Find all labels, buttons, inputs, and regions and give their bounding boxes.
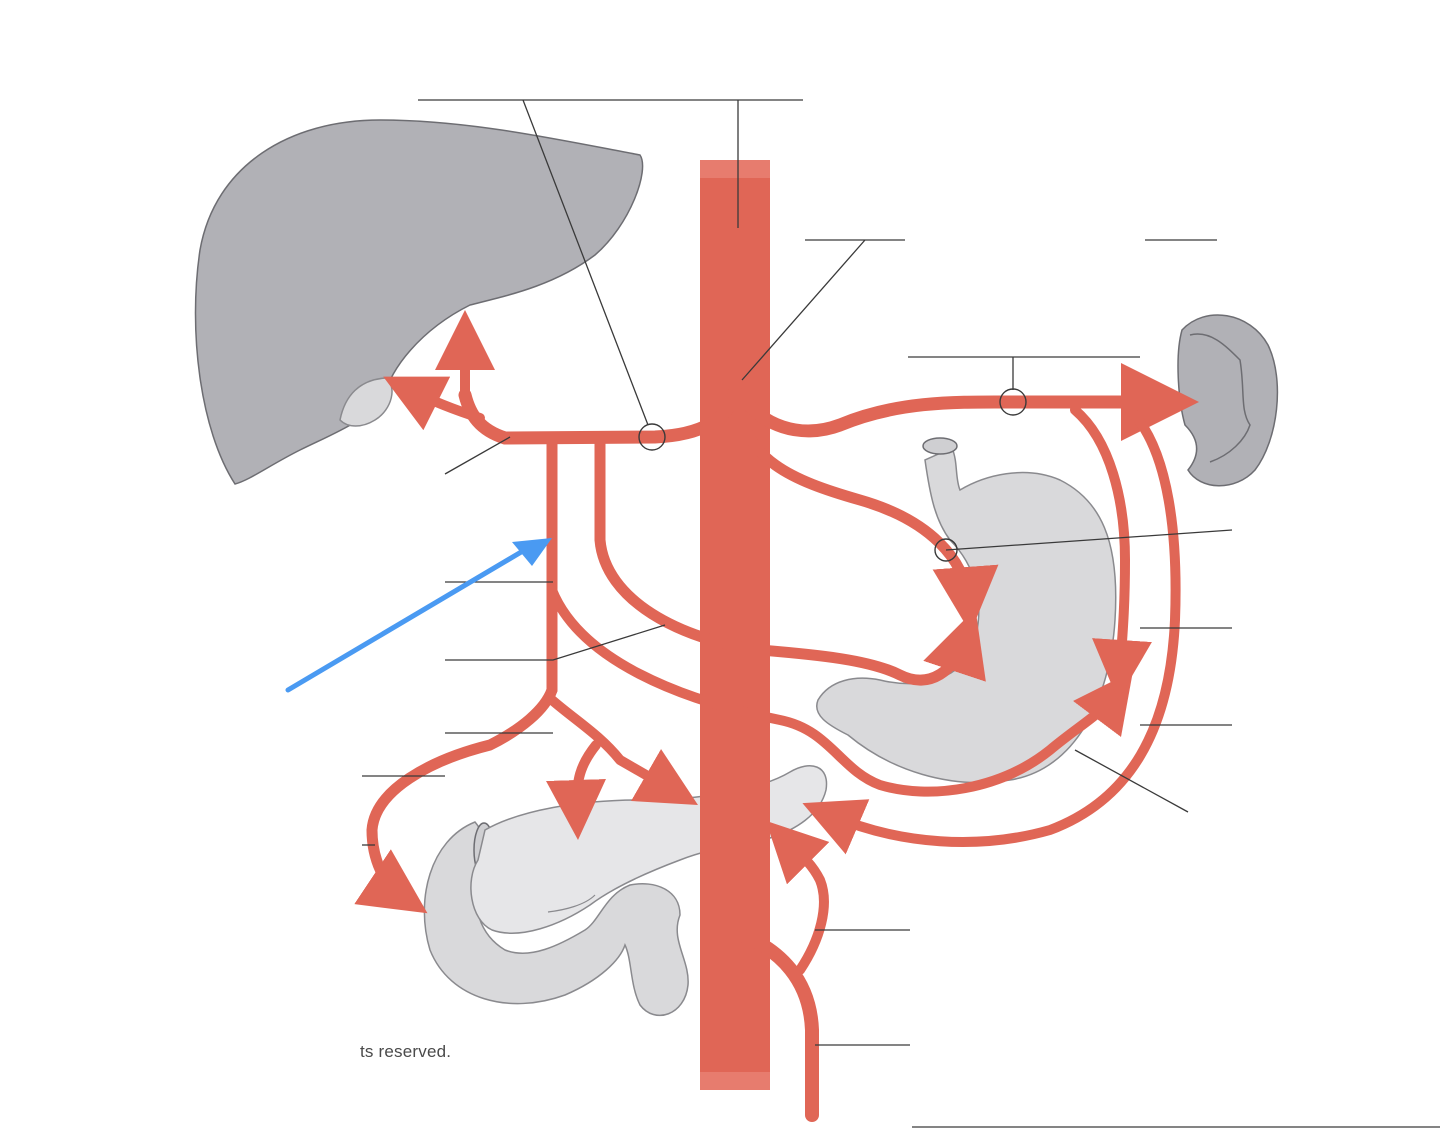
copyright-footer: ts reserved. [360,1042,452,1061]
pointer-arrow [285,538,552,693]
esophagus-opening [922,437,958,455]
celiac-artery-branches [354,310,1199,1122]
spleen [1177,314,1279,487]
label-leader-lines [362,99,1440,1128]
duodenum [423,821,689,1016]
liver [194,119,644,485]
